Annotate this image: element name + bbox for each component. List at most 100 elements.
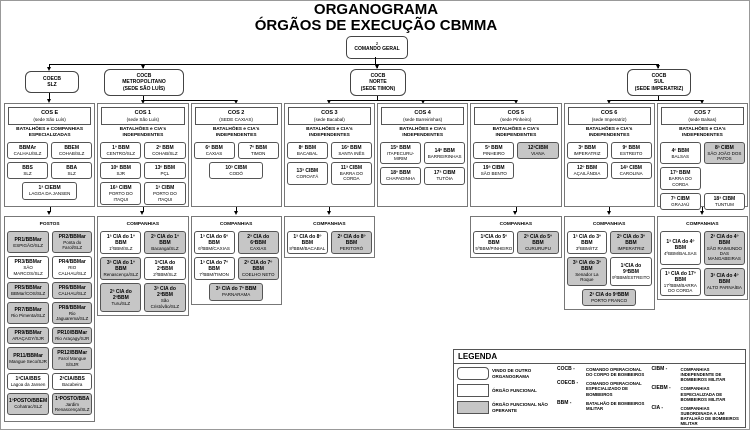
battalion-panel: COS 2(SEDE CAXIAS)BATALHÕES e CIA's INDE…: [190, 103, 282, 207]
cos-id: COS 7: [694, 110, 711, 116]
unit-location: 9ºBBM/ESTREITO: [612, 274, 650, 280]
legend-shape-row: ÓRGÃO FUNCIONAL: [457, 384, 553, 397]
unit-name: 1ª CIBM: [155, 185, 175, 192]
unit-location: CALHAU/SLZ: [58, 290, 87, 296]
cos-column: COS 6(sede Imperatriz)BATALHÕES e CIA's …: [563, 103, 655, 310]
arrowhead-icon: [140, 211, 145, 215]
cos-id: COS 1: [134, 110, 152, 116]
unit-location: PARNARAMA: [222, 292, 251, 298]
cos-id: COS 6: [600, 110, 618, 116]
unit-location: BARREIRINHAS: [427, 153, 462, 159]
down-arrow: [657, 207, 748, 216]
unit-name: 2ª CIA do 1º BBM: [150, 233, 179, 246]
unit-name: 1ª CIEBM: [38, 185, 61, 192]
section-label: BATALHÕES e CIA's INDEPENDENTES: [119, 127, 167, 139]
cos-column: COS 4(sede Barreirinhas)BATALHÕES e CIA'…: [377, 103, 469, 207]
unit-location: 7ºBBM/TIMON: [199, 272, 229, 278]
unit-name: 1ªCIA/BBS: [15, 375, 41, 382]
unit-name: 1ª CIA do 6º BBM: [200, 233, 229, 246]
cos-sede: (sede Pinheiro): [500, 116, 532, 122]
unit-name: BBEM: [64, 145, 80, 152]
unit-name: 3ª CIA do 2ºBBM: [153, 286, 176, 299]
unit-location: IMPERATRIZ: [573, 151, 601, 157]
cos-column: COS 2(SEDE CAXIAS)BATALHÕES e CIA's INDE…: [190, 103, 282, 305]
rect-box-sample: [457, 401, 489, 414]
unit-name: 14ª CIBM: [620, 165, 642, 172]
unit-location: AÇAILÂNDIA: [573, 171, 601, 177]
unit-location: SÃO RAIMUNDO DAS MANGABEIRAS: [706, 245, 743, 262]
cos-column: COS E(sede São Luís)BATALHÕES e COMPANHI…: [4, 103, 96, 422]
unit-location: CAXIAS: [249, 245, 267, 251]
unit-location: Lagoa da Jansen: [10, 381, 46, 387]
cos-sede: (sede Imperatriz): [591, 116, 627, 122]
unit-location: BARRA DO CORDA: [339, 171, 364, 182]
unit-name: 4º BBM: [671, 147, 689, 154]
cos-header: COS 3(sede Bacabal): [287, 107, 371, 126]
unit-location: São Cristóvão/SLZ: [150, 298, 180, 309]
unit-location: Farol Mangue S/SJR: [58, 356, 87, 367]
unit-location: CALHAU/SLZ: [13, 151, 42, 157]
arrowhead-icon: [233, 211, 238, 215]
unit-location: 4ºBBM/BALSAS: [663, 251, 697, 257]
unit-name: 3ª CIA do 4º BBM: [710, 273, 739, 286]
unit-name: 6º BBM: [205, 145, 223, 152]
cos-id: COS 5: [507, 110, 525, 116]
cos-header: COS E(sede São Luís): [8, 107, 92, 126]
unit-location: RIO CALHAU/SLZ: [58, 265, 87, 276]
unit-name: 2ª CIA do 3º BBM: [616, 233, 645, 246]
arrowhead-icon: [513, 211, 518, 215]
unit-location: ESTREITO: [619, 151, 643, 157]
battalion-panel: COS 1(sede São Luís)BATALHÕES e CIA's IN…: [97, 103, 189, 207]
unit-location: SLZ: [67, 171, 76, 177]
down-arrow: [97, 207, 188, 216]
unit-location: COHAB/SLZ: [58, 151, 85, 157]
section-label: BATALHÕES e COMPANHIAS ESPECIALIZADAS: [16, 127, 84, 139]
unit-name: 1ª CIA do 3º BBM: [572, 233, 601, 246]
command-box-line: COCB: [136, 73, 152, 80]
unit-name: 12º BBM: [576, 165, 598, 172]
down-arrow: [564, 207, 655, 216]
section-label: COMPANHIAS: [499, 222, 533, 227]
unit-name: PR4/BBMar: [58, 259, 86, 266]
section-label: BATALHÕES e CIA's INDEPENDENTES: [679, 127, 726, 139]
unit-location: Senador La Roque: [575, 272, 599, 283]
cos-sede: (sede Balsas): [688, 116, 717, 122]
comando-geral-box: 2 COMANDO GERAL: [346, 36, 408, 59]
unit-name: 14º BBM: [434, 147, 455, 154]
unit-name: 3ª CIA do 1º BBM: [106, 260, 135, 273]
unit-location: PORTO DO ITAQUI: [153, 191, 177, 202]
unit-location: Ponta do Farol/SLZ: [62, 239, 83, 251]
command-box-line: SLZ: [47, 82, 57, 88]
cos-column: COS 5(sede Pinheiro)BATALHÕES e CIA's IN…: [470, 103, 562, 259]
section-label: BATALHÕES e CIA's INDEPENDENTES: [306, 127, 353, 139]
